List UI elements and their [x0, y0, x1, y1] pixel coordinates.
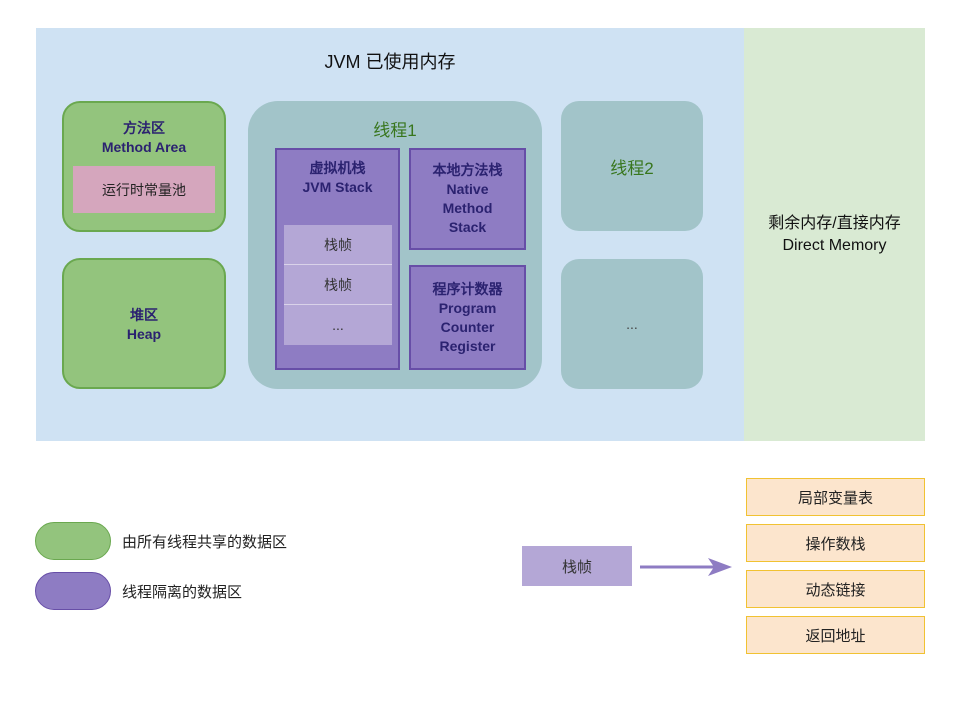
legend-shared-swatch: [35, 522, 111, 560]
heap-title-zh: 堆区: [130, 307, 158, 323]
native-stack-line3: Stack: [448, 219, 487, 235]
native-stack-line2: Method: [442, 200, 493, 216]
heap-title: 堆区 Heap: [62, 305, 226, 345]
direct-memory-label: 剩余内存/直接内存 Direct Memory: [744, 210, 925, 260]
native-stack-title-zh: 本地方法栈: [432, 162, 503, 178]
frame-part-dynamic-linking: 动态链接: [746, 570, 925, 608]
stack-frame-more: ...: [284, 305, 392, 345]
native-method-stack: 本地方法栈 Native Method Stack: [409, 148, 526, 250]
thread-more: ...: [561, 259, 703, 389]
pc-register-line3: Register: [439, 337, 496, 354]
stack-frame-2: 栈帧: [284, 265, 392, 305]
jvm-stack-title-en: JVM Stack: [302, 179, 373, 195]
heap-title-en: Heap: [126, 326, 162, 342]
heap-area: [62, 258, 226, 389]
pc-register-line2: Counter: [440, 318, 495, 335]
method-area-title-zh: 方法区: [123, 120, 165, 136]
frame-key: 栈帧: [522, 546, 632, 586]
legend-private-swatch: [35, 572, 111, 610]
thread-1-title: 线程1: [373, 120, 417, 140]
pc-register-line1: Program: [438, 299, 497, 316]
native-stack-line1: Native: [446, 181, 489, 197]
legend-shared-label: 由所有线程共享的数据区: [122, 533, 288, 551]
method-area-title-en: Method Area: [101, 139, 187, 155]
jvm-stack-title-zh: 虚拟机栈: [309, 160, 366, 176]
jvm-title: JVM 已使用内存: [324, 52, 456, 72]
direct-memory-region: [744, 28, 925, 441]
frame-part-operand-stack: 操作数栈: [746, 524, 925, 562]
method-area-title: 方法区 Method Area: [62, 118, 226, 158]
direct-memory-title: 剩余内存/直接内存: [768, 215, 901, 232]
frame-part-local-variable-table: 局部变量表: [746, 478, 925, 516]
frame-part-return-address: 返回地址: [746, 616, 925, 654]
jvm-stack-title: 虚拟机栈 JVM Stack: [275, 158, 400, 198]
runtime-constant-pool: 运行时常量池: [73, 166, 215, 213]
pc-register-title-zh: 程序计数器: [432, 280, 503, 297]
thread-2: 线程2: [561, 101, 703, 231]
arrow-right-icon: [640, 558, 732, 576]
program-counter-register: 程序计数器 Program Counter Register: [409, 265, 526, 370]
stack-frame-1: 栈帧: [284, 225, 392, 265]
direct-memory-title-en: Direct Memory: [782, 237, 887, 254]
legend-private-label: 线程隔离的数据区: [122, 583, 243, 601]
